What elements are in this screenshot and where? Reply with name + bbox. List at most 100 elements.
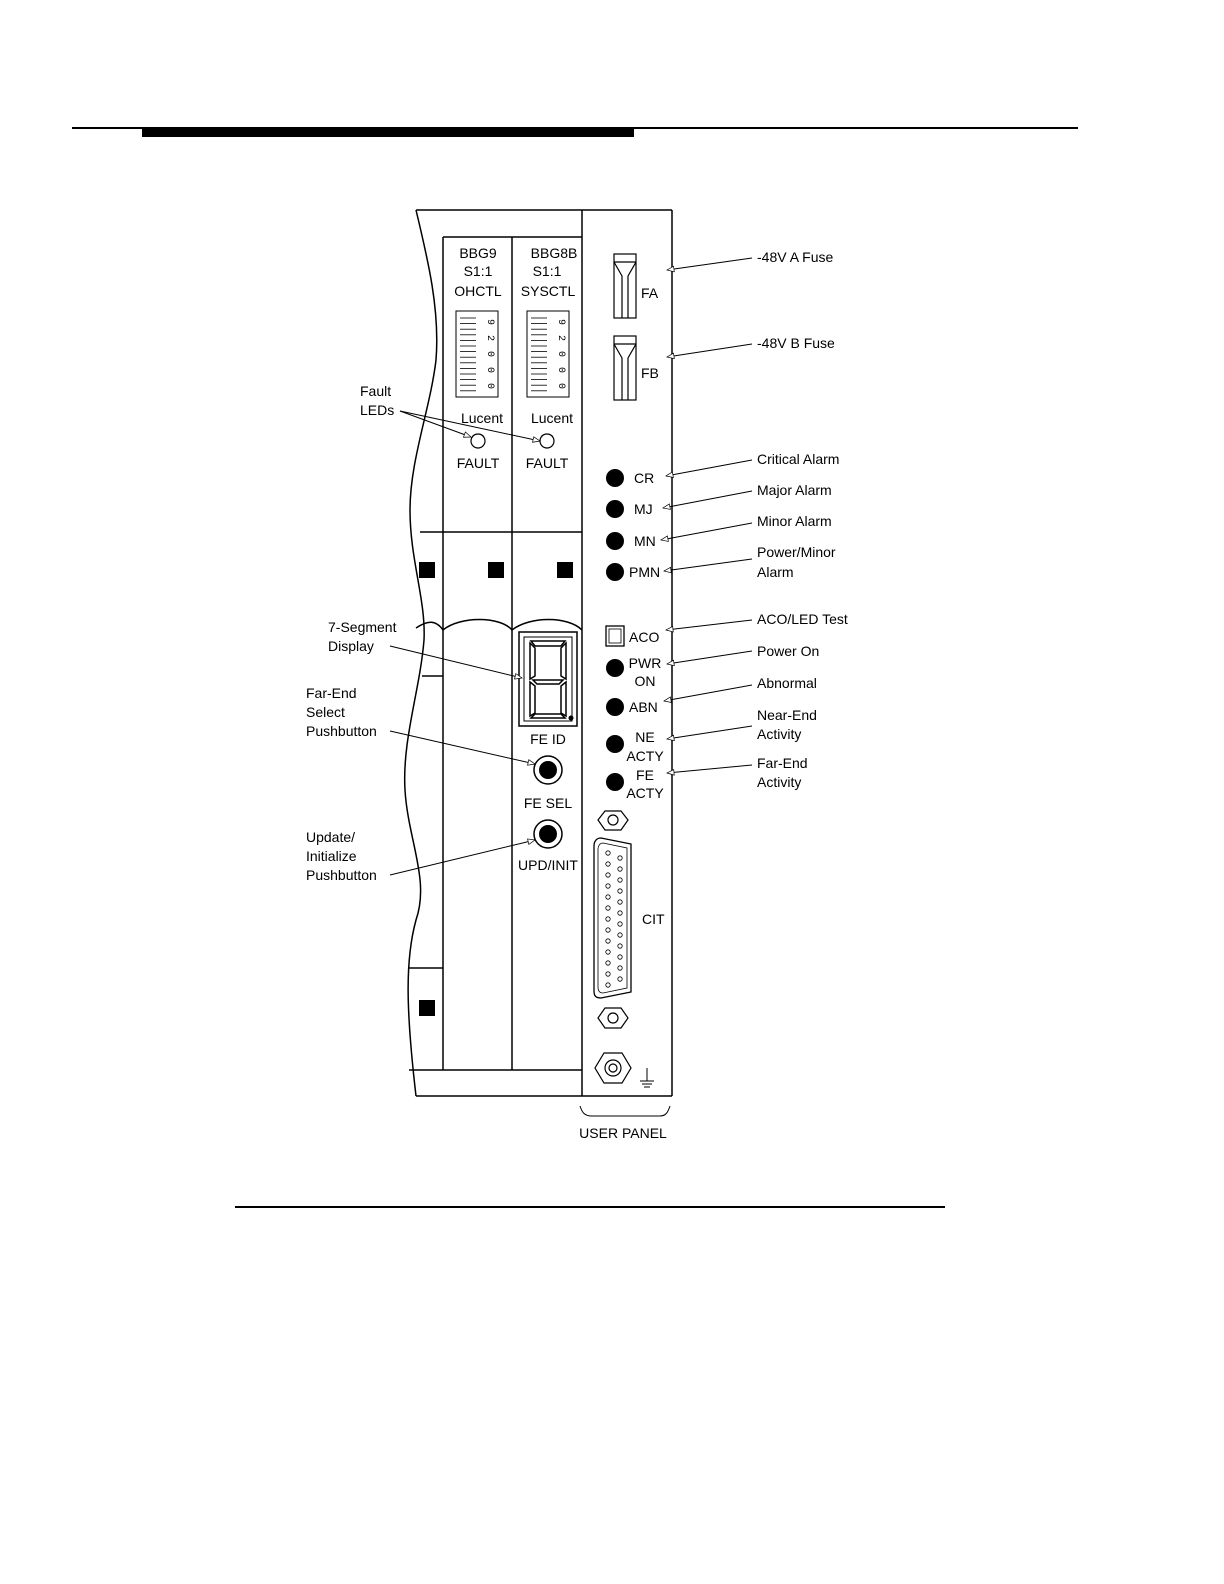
- ground-terminal: [594, 1052, 632, 1084]
- callout-power-on: Power On: [757, 643, 819, 659]
- callout-upd-3: Pushbutton: [306, 867, 377, 883]
- module-sysctl-led-label: FAULT: [526, 455, 569, 471]
- callout-fault-2: LEDs: [360, 402, 394, 418]
- aco-label: ACO: [629, 629, 659, 645]
- dial-digit: 0: [555, 367, 566, 373]
- module-ohctl-dial: [455, 310, 499, 398]
- dial-digit: 9: [484, 319, 495, 325]
- dial-digit: 2: [555, 335, 566, 341]
- callout-fesel-3: Pushbutton: [306, 723, 377, 739]
- critical-alarm-led: [606, 469, 624, 487]
- callout-power-minor-1: Power/Minor: [757, 544, 836, 560]
- module-sysctl: BBG8B S1:1 SYSCTL 9 2 0 0 0 Lucent FAULT: [521, 245, 578, 471]
- abnormal-led: [606, 698, 624, 716]
- far-end-activity-led: [606, 773, 624, 791]
- fe-sel-label: FE SEL: [524, 795, 572, 811]
- callout-near-end-2: Activity: [757, 726, 801, 742]
- dial-digit: 2: [484, 335, 495, 341]
- ne-label-1: NE: [635, 729, 654, 745]
- seven-segment-display: FE ID: [518, 631, 578, 747]
- module-sysctl-dial-ticks: [531, 317, 547, 392]
- callout-fuse-a: -48V A Fuse: [757, 249, 833, 265]
- latch-square: [557, 562, 573, 578]
- callout-fuse-b: -48V B Fuse: [757, 335, 835, 351]
- callout-seg-1: 7-Segment: [328, 619, 397, 635]
- fuse-a-label: FA: [641, 285, 659, 301]
- module-ohctl-brand: Lucent: [461, 410, 503, 426]
- user-panel-bracket: [579, 1105, 671, 1117]
- minor-alarm-led: [606, 532, 624, 550]
- dial-digit: 0: [484, 367, 495, 373]
- user-panel-label: USER PANEL: [579, 1125, 667, 1141]
- callout-arrows-left: [389, 410, 541, 876]
- update-init-pushbutton[interactable]: [533, 819, 563, 849]
- callout-fesel-2: Select: [306, 704, 345, 720]
- module-sysctl-brand: Lucent: [531, 410, 573, 426]
- abn-label: ABN: [629, 699, 658, 715]
- callout-arrows-right: [660, 257, 753, 776]
- callout-fault-1: Fault: [360, 383, 391, 399]
- pwr-label-1: PWR: [629, 655, 662, 671]
- cit-label: CIT: [642, 911, 665, 927]
- dial-digit: 0: [555, 351, 566, 357]
- module-ohctl-sub: S1:1: [464, 263, 493, 279]
- fuse-b: [613, 335, 637, 401]
- dial-digit: 9: [555, 319, 566, 325]
- dial-digit: 0: [555, 383, 566, 389]
- latch-square: [419, 1000, 435, 1016]
- aco-led-test-button[interactable]: [605, 625, 625, 647]
- dial-digit: 0: [484, 383, 495, 389]
- callout-major-alarm: Major Alarm: [757, 482, 832, 498]
- near-end-activity-led: [606, 735, 624, 753]
- fe-select-pushbutton[interactable]: [533, 755, 563, 785]
- pmn-label: PMN: [629, 564, 660, 580]
- callout-fesel-1: Far-End: [306, 685, 357, 701]
- ne-label-2: ACTY: [626, 748, 664, 764]
- latch-square: [488, 562, 504, 578]
- module-ohctl-dial-ticks: [460, 317, 476, 392]
- mn-label: MN: [634, 533, 656, 549]
- callout-upd-1: Update/: [306, 829, 355, 845]
- cit-connector[interactable]: [593, 837, 632, 999]
- module-ohctl-dial-digits: 9 2 0 0 0: [484, 319, 495, 389]
- callout-aco-test: ACO/LED Test: [757, 611, 848, 627]
- callout-seg-2: Display: [328, 638, 374, 654]
- module-ohctl-name: OHCTL: [454, 283, 502, 299]
- mj-label: MJ: [634, 501, 653, 517]
- power-on-led: [606, 659, 624, 677]
- callout-abnormal: Abnormal: [757, 675, 817, 691]
- callout-far-end-2: Activity: [757, 774, 801, 790]
- module-sysctl-sub: S1:1: [533, 263, 562, 279]
- module-ohctl-code: BBG9: [459, 245, 497, 261]
- major-alarm-led: [606, 500, 624, 518]
- cr-label: CR: [634, 470, 654, 486]
- fuse-a: [613, 253, 637, 319]
- fe-id-label: FE ID: [530, 731, 566, 747]
- dial-digit: 0: [484, 351, 495, 357]
- fault-led-ohctl: [470, 433, 486, 449]
- fe-label-1: FE: [636, 767, 654, 783]
- fuse-b-label: FB: [641, 365, 659, 381]
- module-sysctl-dial: [526, 310, 570, 398]
- latch-square: [419, 562, 435, 578]
- callout-critical-alarm: Critical Alarm: [757, 451, 839, 467]
- screw-top: [597, 810, 629, 831]
- callout-minor-alarm: Minor Alarm: [757, 513, 832, 529]
- module-ohctl-led-label: FAULT: [457, 455, 500, 471]
- ground-icon: [640, 1068, 654, 1088]
- callout-far-end-1: Far-End: [757, 755, 808, 771]
- footer-rule: [235, 1206, 945, 1208]
- module-ohctl: BBG9 S1:1 OHCTL 9 2 0 0 0 Lucent FAULT: [454, 245, 503, 471]
- pwr-label-2: ON: [635, 673, 656, 689]
- fault-led-sysctl: [539, 433, 555, 449]
- callout-near-end-1: Near-End: [757, 707, 817, 723]
- power-minor-alarm-led: [606, 563, 624, 581]
- callout-upd-2: Initialize: [306, 848, 357, 864]
- upd-init-label: UPD/INIT: [518, 857, 578, 873]
- screw-bottom: [597, 1007, 629, 1029]
- callout-power-minor-2: Alarm: [757, 564, 794, 580]
- module-sysctl-code: BBG8B: [531, 245, 578, 261]
- module-sysctl-name: SYSCTL: [521, 283, 576, 299]
